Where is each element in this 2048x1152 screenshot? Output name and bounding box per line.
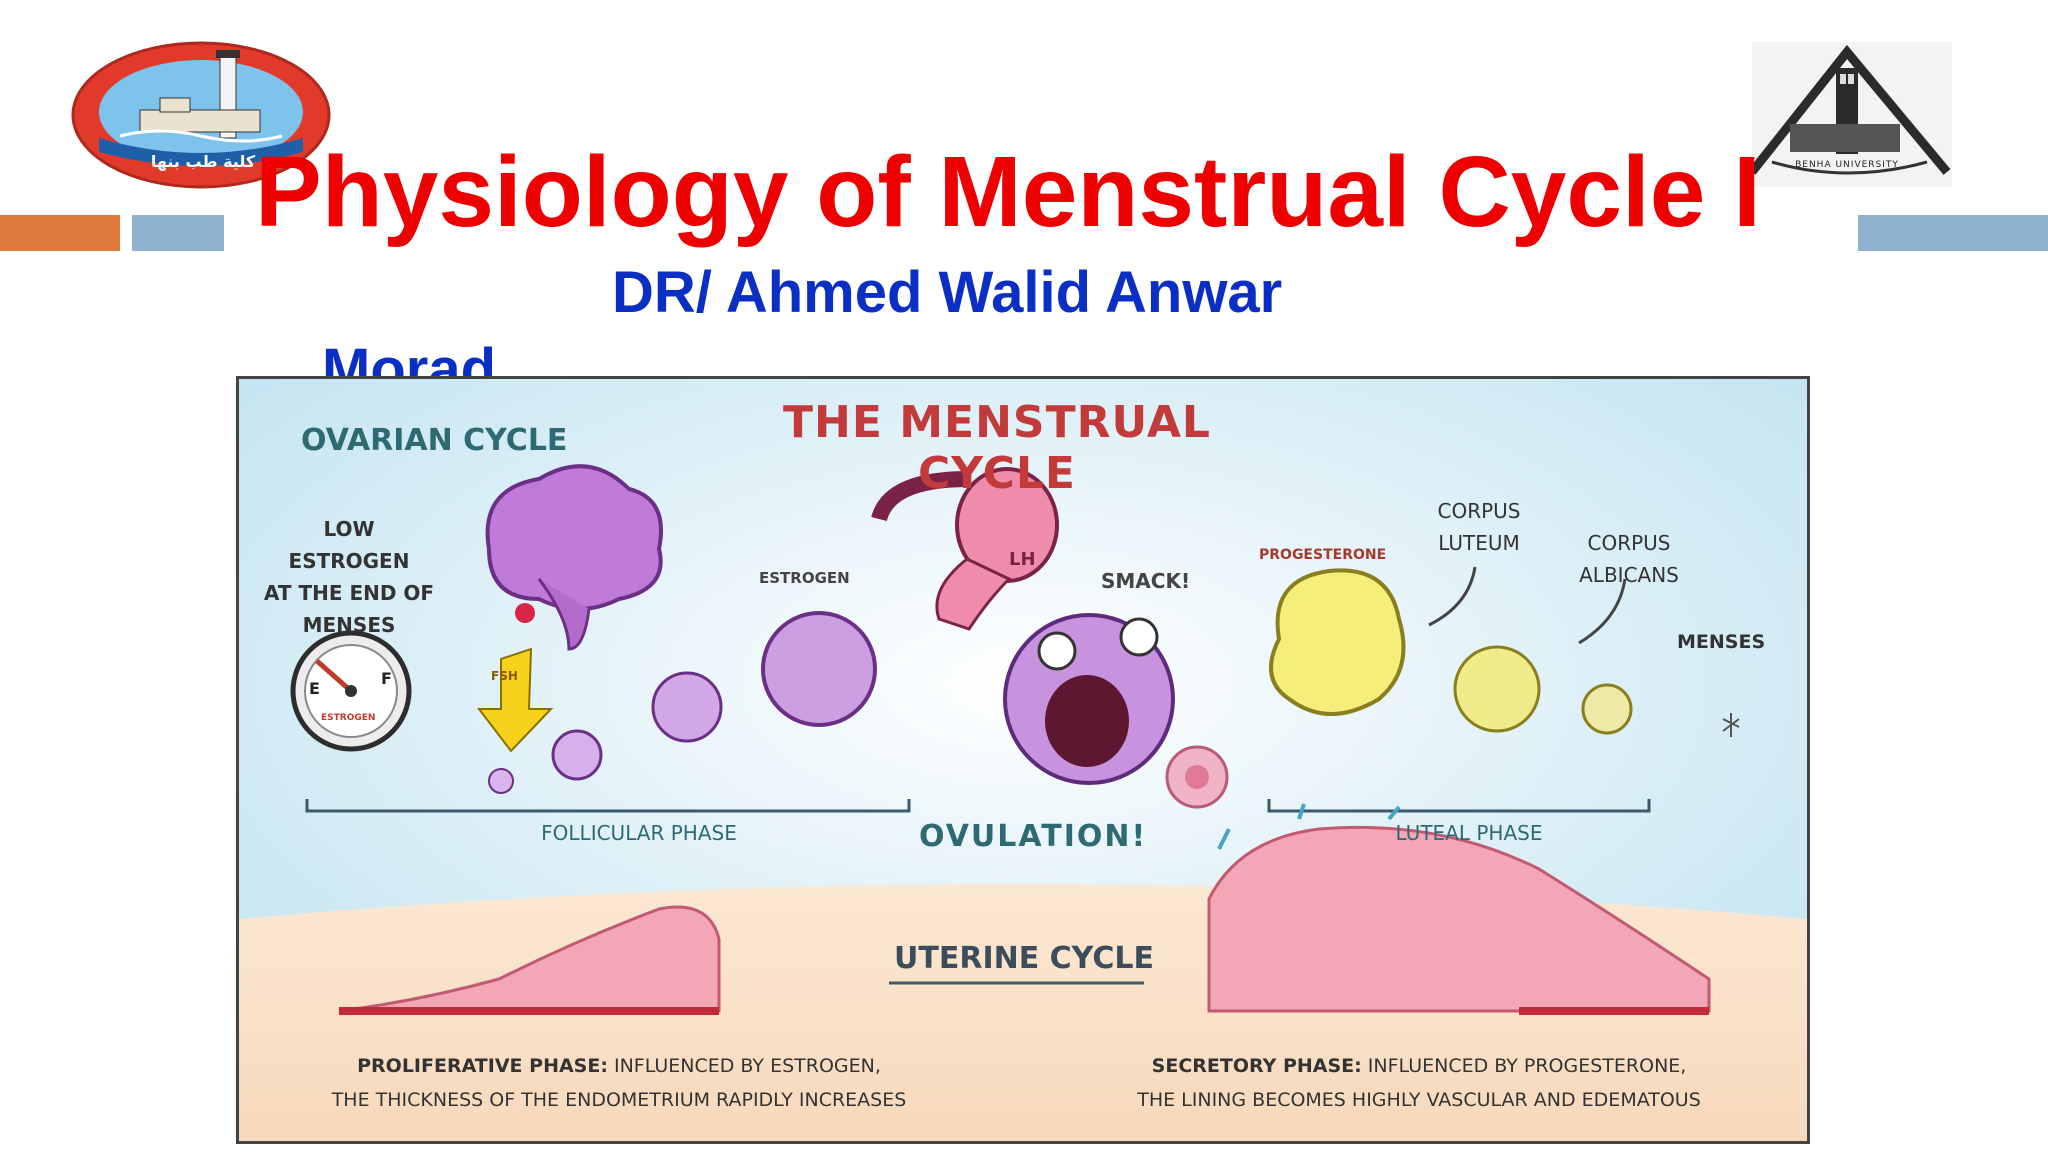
gauge-f-label: F [381,669,392,688]
secretory-caption-line1: SECRETORY PHASE: INFLUENCED BY PROGESTER… [1049,1049,1789,1083]
low-estrogen-line2: ESTROGEN [288,549,410,573]
faculty-of-medicine-seal-icon: كلية طب بنها [70,40,332,190]
secretory-caption-line2: THE LINING BECOMES HIGHLY VASCULAR AND E… [1137,1089,1701,1111]
menstrual-cycle-illustration: THE MENSTRUAL CYCLE OVARIAN CYCLE LOW ES… [236,376,1810,1144]
proliferative-caption: PROLIFERATIVE PHASE: INFLUENCED BY ESTRO… [259,1049,979,1117]
low-estrogen-note: LOW ESTROGEN AT THE END OF MENSES [259,513,439,641]
estrogen-label: ESTROGEN [759,569,850,587]
proliferative-detail: INFLUENCED BY ESTROGEN, [607,1055,881,1077]
benha-university-logo-icon: BENHA UNIVERSITY [1732,42,1962,187]
proliferative-heading: PROLIFERATIVE PHASE: [357,1055,608,1077]
luteal-phase-label: LUTEAL PHASE [1395,821,1543,845]
uterine-cycle-label: UTERINE CYCLE [894,941,1154,976]
corpus-albicans-label: CORPUS ALBICANS [1559,527,1699,591]
university-ring-text: BENHA UNIVERSITY [1795,160,1899,170]
seal-arabic-text: كلية طب بنها [150,152,256,171]
proliferative-caption-line2: THE THICKNESS OF THE ENDOMETRIUM RAPIDLY… [331,1089,907,1111]
smack-label: SMACK! [1101,569,1191,593]
accent-bar-orange-left [0,215,120,251]
gauge-estrogen-label: ESTROGEN [321,713,376,723]
low-estrogen-line3: AT THE END OF [263,581,435,605]
ovulation-label: OVULATION! [919,819,1148,854]
slide-title: Physiology of Menstrual Cycle I [255,136,1761,248]
menses-label: MENSES [1677,631,1766,653]
corpus-albicans-line1: CORPUS [1587,531,1671,555]
gauge-e-label: E [309,679,320,698]
secretory-heading: SECRETORY PHASE: [1151,1055,1362,1077]
progesterone-label: PROGESTERONE [1259,547,1387,563]
fsh-arrow-label: FSH [491,669,518,683]
secretory-caption: SECRETORY PHASE: INFLUENCED BY PROGESTER… [1049,1049,1789,1117]
lh-label: LH [1009,549,1036,570]
slide-author-line2: Morad [322,337,496,377]
corpus-luteum-label: CORPUS LUTEUM [1419,495,1539,559]
proliferative-caption-line1: PROLIFERATIVE PHASE: INFLUENCED BY ESTRO… [259,1049,979,1083]
corpus-albicans-line2: ALBICANS [1579,563,1679,587]
low-estrogen-line1: LOW [323,517,375,541]
accent-bar-blue-left [132,215,224,251]
corpus-luteum-line1: CORPUS [1437,499,1521,523]
secretory-detail: INFLUENCED BY PROGESTERONE, [1361,1055,1687,1077]
figure-title: THE MENSTRUAL CYCLE [783,397,1211,499]
low-estrogen-line4: MENSES [302,613,396,637]
follicular-phase-label: FOLLICULAR PHASE [541,821,737,845]
accent-bar-blue-right [1858,215,2048,251]
corpus-luteum-line2: LUTEUM [1438,531,1520,555]
slide-author-line1: DR/ Ahmed Walid Anwar [612,260,1283,325]
ovarian-cycle-label: OVARIAN CYCLE [301,423,568,458]
